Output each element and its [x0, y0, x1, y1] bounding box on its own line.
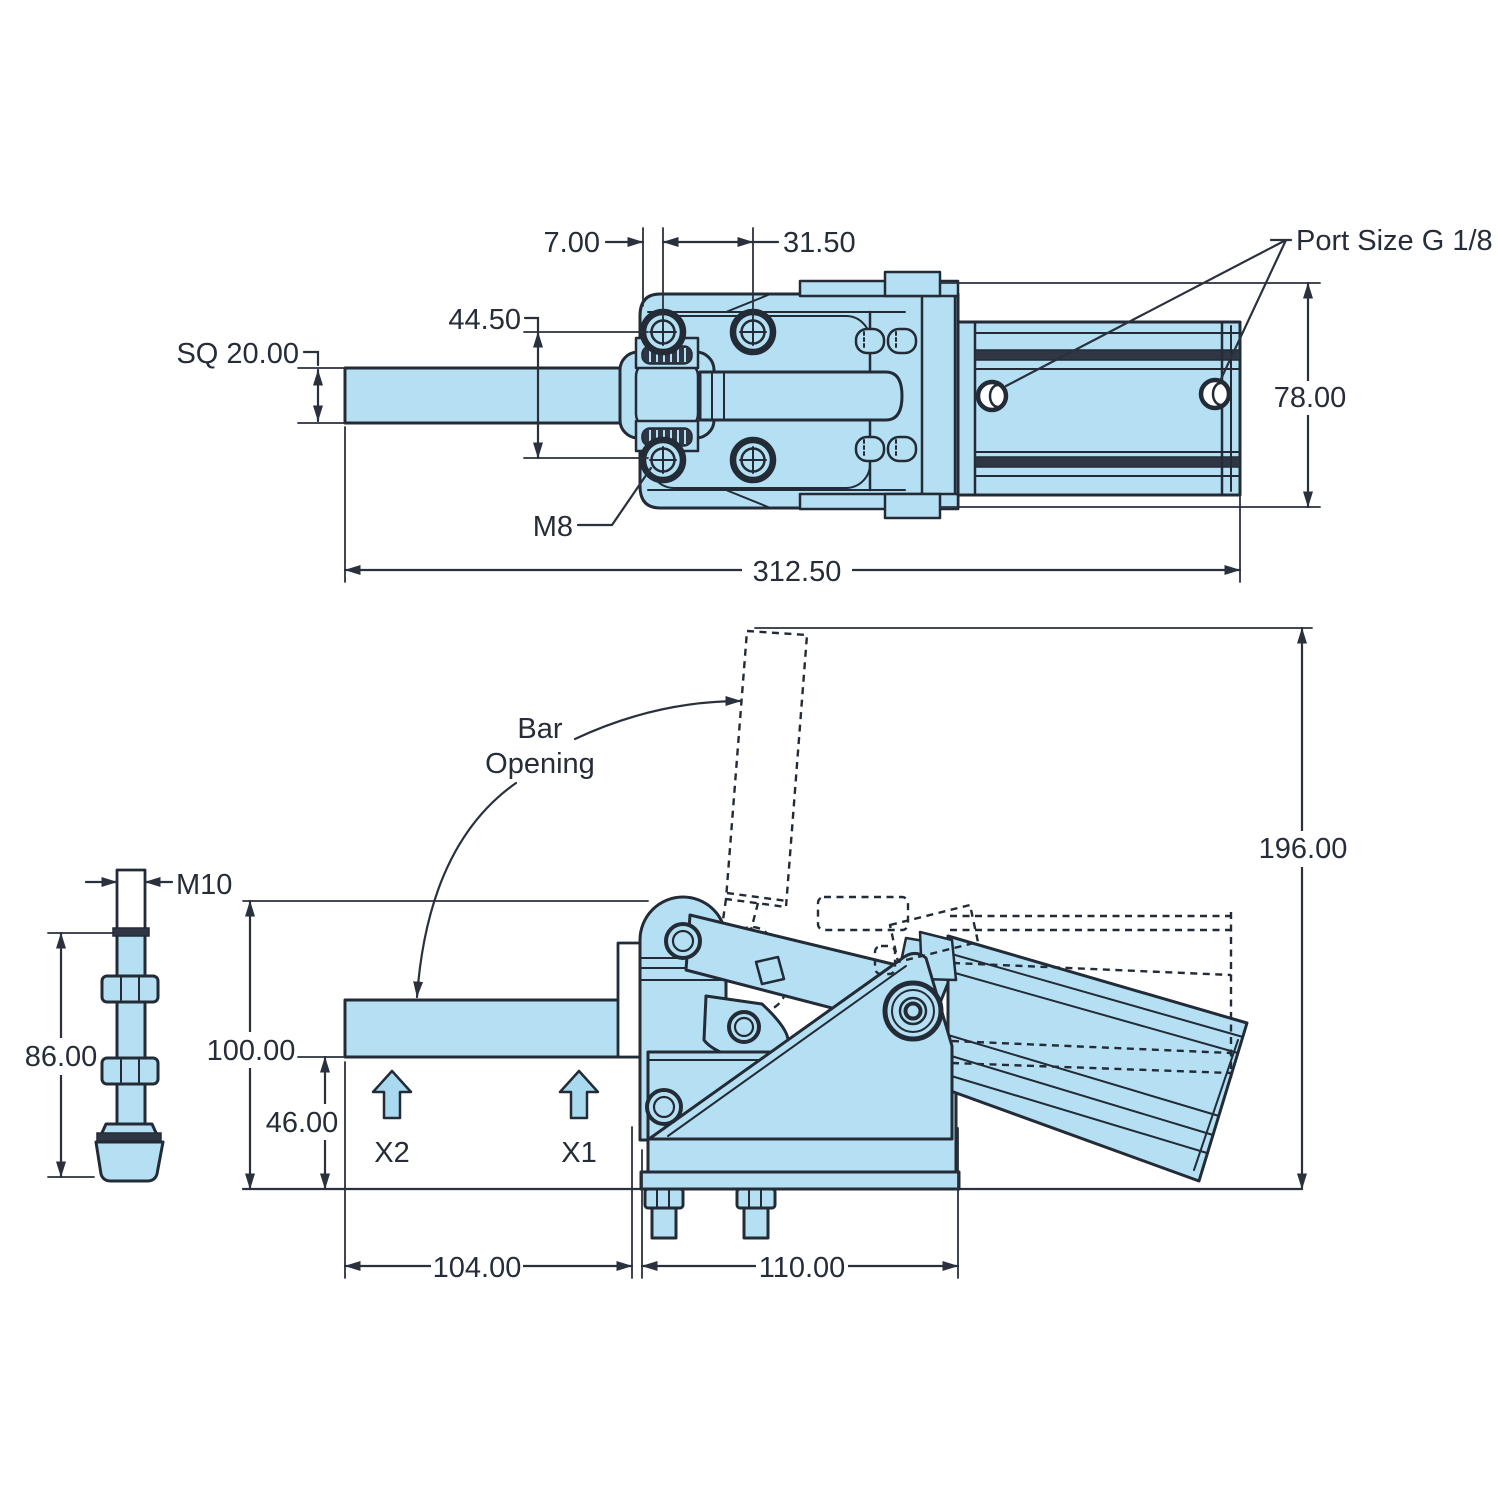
- dim-104: 104.00: [343, 1061, 634, 1285]
- spindle-shaft: [115, 931, 147, 1129]
- air-port-2: [1198, 377, 1232, 411]
- spindle-foot: [94, 1122, 165, 1183]
- dim-m10: M10: [84, 869, 232, 901]
- dim-312-5: 312.50: [343, 426, 1242, 589]
- upper-pivot: [664, 922, 702, 960]
- dim-196: 196.00: [754, 626, 1350, 1191]
- spindle-thread-top: [115, 868, 147, 935]
- bar-spacer: [616, 941, 643, 1059]
- dim-104-label: 104.00: [433, 1252, 522, 1284]
- sensor-x2-arrow-icon: [371, 1069, 413, 1120]
- lower-pivot: [645, 1088, 683, 1126]
- dim-sq20: SQ 20.00: [176, 338, 346, 424]
- dim-7-label: 7.00: [544, 227, 600, 259]
- m8-label: M8: [533, 511, 573, 543]
- dim-86: 86.00: [22, 931, 113, 1179]
- mounting-bolt-2: [735, 1187, 777, 1240]
- dim-31-5-label: 31.50: [783, 227, 856, 259]
- dim-100: 100.00: [205, 899, 297, 1191]
- spindle-nut-1: [100, 974, 160, 1004]
- sensor-x1-arrow-icon: [558, 1069, 600, 1120]
- sensor-x1-label: X1: [561, 1137, 596, 1169]
- link-adjuster-notch: [754, 955, 786, 986]
- sensor-x2-label: X2: [374, 1137, 409, 1169]
- dim-31-5: 31.50: [661, 227, 856, 259]
- dim-196-label: 196.00: [1259, 833, 1348, 865]
- dim-312-5-label: 312.50: [753, 556, 842, 588]
- dim-sq20-label: SQ 20.00: [176, 338, 299, 370]
- spindle-detail-view: M10 86.00: [22, 868, 232, 1183]
- dim-100-label: 100.00: [207, 1035, 296, 1067]
- dim-78: 78.00: [939, 281, 1352, 509]
- dim-110: 110.00: [640, 1127, 960, 1285]
- callout-port-size: Port Size G 1/8: [1004, 225, 1493, 388]
- dim-44-5: 44.50: [448, 304, 649, 460]
- clamp-bar-side-view: [343, 998, 642, 1059]
- m10-label: M10: [176, 869, 232, 901]
- dim-78-label: 78.00: [1274, 382, 1347, 414]
- trunnion-block-top: [883, 270, 942, 298]
- dim-86-label: 86.00: [25, 1041, 98, 1073]
- m8-socket-screws: [639, 308, 777, 484]
- top-view: 7.00 31.50 44.50 SQ 20.00 M8: [176, 225, 1493, 589]
- air-port-1: [975, 379, 1009, 413]
- dim-44-5-label: 44.50: [448, 304, 521, 336]
- dim-110-label: 110.00: [759, 1252, 846, 1284]
- pivot-bracket: [647, 952, 954, 1141]
- dim-46-label: 46.00: [266, 1107, 339, 1139]
- callout-m8: M8: [533, 466, 653, 543]
- bar-opening-label-1: Bar: [517, 713, 562, 745]
- side-view: X2 X1 Bar Opening 196.00 100.00 46.00: [205, 626, 1350, 1285]
- base-plate: [639, 1170, 961, 1191]
- cylinder-top-view: [956, 320, 1242, 497]
- trunnion-block-bottom: [883, 492, 942, 520]
- spindle-nut-2: [100, 1056, 160, 1086]
- callout-bar-opening: Bar Opening: [413, 696, 743, 999]
- cylinder-side-view: [946, 934, 1249, 1183]
- port-size-label: Port Size G 1/8: [1296, 225, 1493, 257]
- clamp-bar-top-view: [343, 366, 642, 425]
- bar-opening-label-2: Opening: [485, 748, 595, 780]
- mounting-bolt-1: [643, 1187, 685, 1240]
- dim-46: 46.00: [263, 1055, 346, 1191]
- spindle-cap: [112, 927, 150, 937]
- cylinder-alt-position-dashed: [816, 895, 1233, 1078]
- piston-rod-top-view: [698, 370, 904, 422]
- sensor-studs: [854, 327, 918, 463]
- main-pivot: [882, 980, 944, 1042]
